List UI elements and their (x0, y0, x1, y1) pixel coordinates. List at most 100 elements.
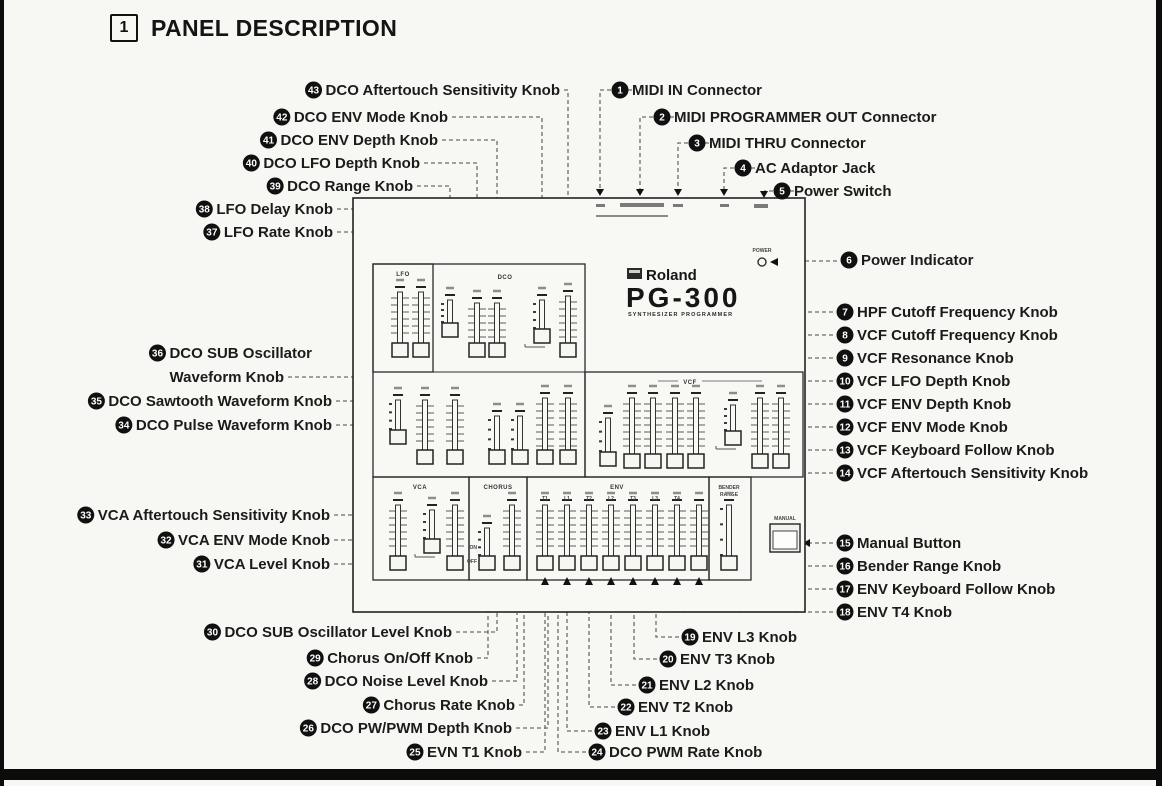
slider[interactable] (446, 386, 464, 465)
slider[interactable] (772, 384, 790, 469)
callout-number: 42 (276, 113, 288, 124)
slider[interactable] (511, 402, 529, 465)
slider[interactable] (624, 491, 642, 571)
slider[interactable] (488, 289, 506, 358)
slider-cap (389, 429, 407, 445)
slider[interactable] (478, 514, 496, 571)
callout-number: 10 (839, 377, 851, 388)
slider[interactable] (687, 384, 705, 469)
slider[interactable] (666, 384, 684, 469)
slider-cap (644, 453, 662, 469)
bender-section-box (708, 476, 752, 581)
callout-badge (148, 344, 166, 362)
slider[interactable] (646, 491, 664, 571)
slider[interactable] (558, 491, 576, 571)
chorus-section-title: CHORUS (483, 485, 512, 491)
leader-arrow-up-icon (585, 577, 593, 585)
slider[interactable] (559, 384, 577, 465)
slider[interactable] (536, 491, 554, 571)
callout-badge (836, 534, 854, 552)
env-slider-label: T2 (586, 496, 592, 502)
slider[interactable] (690, 491, 708, 571)
slider[interactable] (446, 491, 464, 571)
slider-cap (559, 342, 577, 358)
callout-badge (87, 392, 105, 410)
slider[interactable] (720, 491, 738, 571)
callout-number: 2 (659, 113, 665, 124)
slider[interactable] (524, 286, 551, 348)
callout-badge (304, 672, 322, 690)
callout-number: 27 (366, 701, 378, 712)
callout-badge (305, 81, 323, 99)
scan-edge-left (0, 0, 4, 786)
slider[interactable] (416, 386, 434, 465)
slider[interactable] (559, 282, 577, 358)
roland-logo: Roland PG-300 SYNTHESIZER PROGRAMMER (626, 267, 738, 318)
slider-cap (536, 449, 554, 465)
callout-label: VCA Level Knob (214, 556, 330, 573)
callout-label: Chorus Rate Knob (383, 697, 515, 714)
callout-number: 14 (839, 469, 851, 480)
slider-cap (511, 449, 529, 465)
env-slider-label: T1 (542, 496, 548, 502)
slider[interactable] (599, 404, 617, 467)
callout-label: VCF ENV Depth Knob (857, 396, 1011, 413)
callout-label: DCO PWM Rate Knob (609, 744, 762, 761)
callout-badge (242, 154, 260, 172)
slider-cap (389, 555, 407, 571)
callout-number: 39 (270, 182, 282, 193)
slider[interactable] (389, 491, 407, 571)
slider[interactable] (602, 491, 620, 571)
slider[interactable] (644, 384, 662, 469)
callout-badge (299, 719, 317, 737)
slider[interactable] (414, 496, 441, 558)
callout-label: DCO SUB Oscillator (169, 345, 312, 362)
callout-number: 6 (846, 256, 852, 267)
callout-label: MIDI THRU Connector (709, 135, 866, 152)
slider[interactable] (412, 278, 430, 358)
callout-label: ENV L2 Knob (659, 677, 754, 694)
callout-number: 22 (620, 703, 632, 714)
slider[interactable] (580, 491, 598, 571)
slider[interactable] (503, 491, 521, 571)
slider[interactable] (468, 289, 486, 358)
leader-arrow-up-icon (651, 577, 659, 585)
slider[interactable] (623, 384, 641, 469)
slider[interactable] (441, 286, 459, 338)
manual-button[interactable]: MANUAL (769, 516, 801, 553)
slider-cap (536, 555, 554, 571)
leader-line (557, 613, 586, 753)
callout-label: DCO Range Knob (287, 178, 413, 195)
slider[interactable] (751, 384, 769, 469)
callout-label: MIDI PROGRAMMER OUT Connector (674, 109, 937, 126)
callout-label: Chorus On/Off Knob (327, 650, 473, 667)
slider[interactable] (488, 402, 506, 465)
callout-badge (840, 251, 858, 269)
slider[interactable] (536, 384, 554, 465)
slider[interactable] (668, 491, 686, 571)
callout-badge (836, 303, 854, 321)
callout-label: Bender Range Knob (857, 558, 1001, 575)
callout-badge (260, 131, 277, 149)
slider[interactable] (389, 386, 407, 445)
callout-number: 31 (196, 560, 208, 571)
slider[interactable] (715, 391, 742, 450)
slider-cap (488, 342, 506, 358)
leader-arrow-up-icon (695, 577, 703, 585)
callout-number: 35 (91, 397, 103, 408)
callout-number: 1 (617, 86, 623, 97)
bender-title-line2: RANGE (720, 492, 739, 498)
callout-number: 24 (591, 748, 603, 759)
slider-cap (772, 453, 790, 469)
slider[interactable] (391, 278, 409, 358)
dco-section-title: DCO (498, 275, 513, 281)
callout-badge (203, 623, 221, 641)
